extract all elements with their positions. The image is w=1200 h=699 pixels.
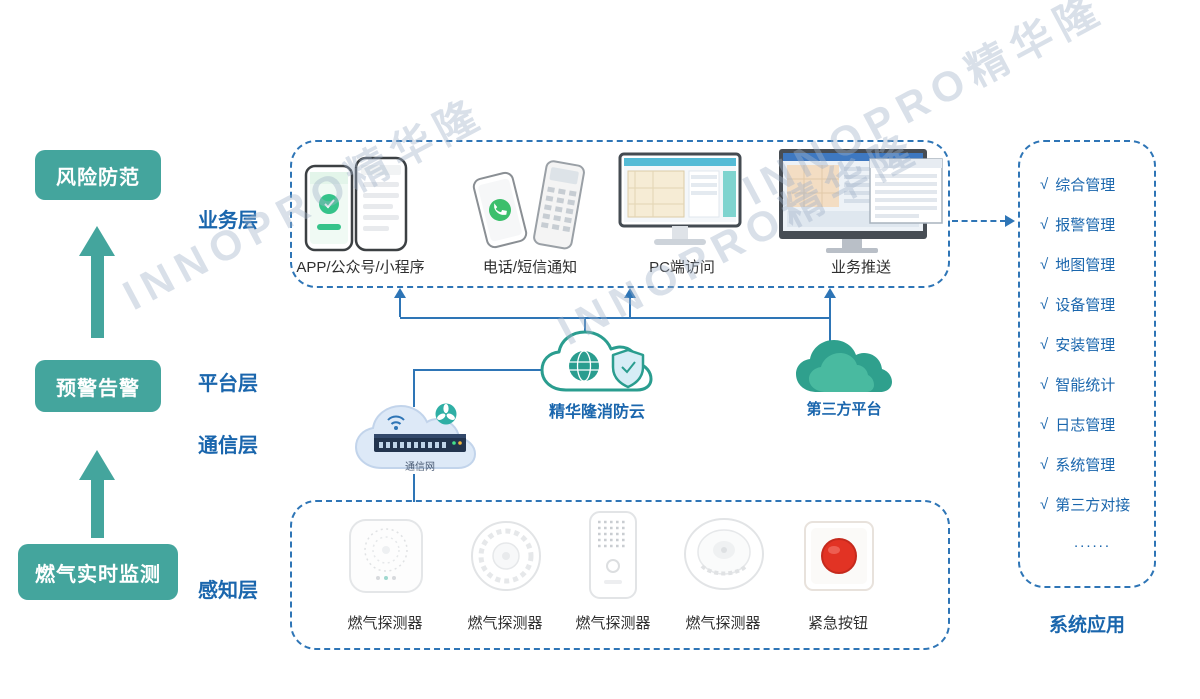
gas-detector-4-image xyxy=(684,518,764,590)
fire-cloud-label: 精华隆消防云 xyxy=(548,404,645,421)
flow-box-label: 预警告警 xyxy=(56,377,140,400)
third-party-label: 第三方平台 xyxy=(806,401,882,418)
layer-label-communication: 通信层 xyxy=(198,435,258,457)
application-item: √ 第三方对接 xyxy=(1040,494,1148,515)
application-label: 报警管理 xyxy=(1055,217,1116,234)
application-label: 智能统计 xyxy=(1055,377,1116,394)
connector-line xyxy=(829,297,831,352)
emergency-button-image xyxy=(804,521,874,591)
check-icon: √ xyxy=(1040,496,1049,513)
dashed-arrow-line xyxy=(952,220,1006,222)
check-icon: √ xyxy=(1040,176,1049,193)
flow-box-risk-prevention: 风险防范 xyxy=(35,150,161,200)
connector-line xyxy=(413,474,415,502)
perception-item-label: 燃气探测器 xyxy=(685,615,761,632)
arrow-shaft xyxy=(90,256,104,338)
layer-label-platform: 平台层 xyxy=(198,373,258,395)
arrow-up-icon xyxy=(824,288,836,298)
application-label: 安装管理 xyxy=(1055,337,1116,354)
application-label: 系统管理 xyxy=(1055,457,1116,474)
connector-line xyxy=(413,369,545,371)
business-layer-box xyxy=(290,140,950,288)
third-party-cloud-icon xyxy=(796,340,892,392)
perception-item-label: 燃气探测器 xyxy=(467,615,543,632)
gas-detector-3-image xyxy=(589,511,637,599)
applications-title: 系统应用 xyxy=(1048,615,1125,636)
application-item: √ 系统管理 xyxy=(1040,454,1148,475)
flow-box-label: 燃气实时监测 xyxy=(35,563,161,586)
application-item: √ 智能统计 xyxy=(1040,374,1148,395)
app-phones-image xyxy=(304,156,408,252)
connector-line xyxy=(629,297,631,317)
applications-panel: √ 综合管理 √ 报警管理 √ 地图管理 √ 设备管理 √ 安装管理 √ 智能统… xyxy=(1018,140,1156,588)
arrow-up-icon xyxy=(624,288,636,298)
flow-box-label: 风险防范 xyxy=(56,166,140,189)
check-icon: √ xyxy=(1040,216,1049,233)
check-icon: √ xyxy=(1040,456,1049,473)
application-label: 地图管理 xyxy=(1055,257,1116,274)
business-push-monitor-image xyxy=(779,149,943,253)
applications-ellipsis: ...... xyxy=(1074,534,1112,551)
connector-line xyxy=(400,317,831,319)
perception-item-label: 紧急按钮 xyxy=(807,615,868,632)
comm-network-label: 通信网 xyxy=(405,462,435,473)
flow-up-arrow xyxy=(79,450,115,538)
connector-line xyxy=(584,317,586,341)
application-item: √ 日志管理 xyxy=(1040,414,1148,435)
application-item: √ 安装管理 xyxy=(1040,334,1148,355)
perception-item-label: 燃气探测器 xyxy=(575,615,651,632)
pc-monitor-image xyxy=(618,152,742,245)
check-icon: √ xyxy=(1040,336,1049,353)
application-label: 综合管理 xyxy=(1055,177,1116,194)
arrow-up-icon xyxy=(394,288,406,298)
business-item-label: PC端访问 xyxy=(649,259,715,276)
phone-sms-image xyxy=(472,160,585,250)
business-item-label: 电话/短信通知 xyxy=(482,259,578,276)
application-label: 日志管理 xyxy=(1055,417,1116,434)
connector-line xyxy=(399,297,401,317)
business-item-label: APP/公众号/小程序 xyxy=(296,259,425,276)
comm-network-cloud-icon xyxy=(354,403,477,469)
application-label: 第三方对接 xyxy=(1055,497,1131,514)
gas-detector-1-image xyxy=(349,519,423,593)
application-item: √ 综合管理 xyxy=(1040,174,1148,195)
perception-layer-box xyxy=(290,500,950,650)
fire-cloud-icon xyxy=(540,330,653,392)
application-label: 设备管理 xyxy=(1055,297,1116,314)
layer-label-perception: 感知层 xyxy=(198,580,258,602)
application-item: √ 报警管理 xyxy=(1040,214,1148,235)
perception-item-label: 燃气探测器 xyxy=(347,615,423,632)
flow-up-arrow xyxy=(79,226,115,338)
check-icon: √ xyxy=(1040,416,1049,433)
application-item: √ 设备管理 xyxy=(1040,294,1148,315)
business-item-label: 业务推送 xyxy=(830,259,891,276)
flow-box-gas-monitoring: 燃气实时监测 xyxy=(18,544,178,600)
arrow-shaft xyxy=(90,480,104,538)
check-icon: √ xyxy=(1040,296,1049,313)
application-item: √ 地图管理 xyxy=(1040,254,1148,275)
arrow-head xyxy=(79,226,115,256)
arrow-head xyxy=(79,450,115,480)
layer-label-business: 业务层 xyxy=(198,210,258,232)
gas-detector-2-image xyxy=(471,521,541,591)
check-icon: √ xyxy=(1040,256,1049,273)
arrow-right-icon xyxy=(1005,215,1015,227)
flow-box-early-warning: 预警告警 xyxy=(35,360,161,412)
connector-line xyxy=(413,369,415,407)
check-icon: √ xyxy=(1040,376,1049,393)
